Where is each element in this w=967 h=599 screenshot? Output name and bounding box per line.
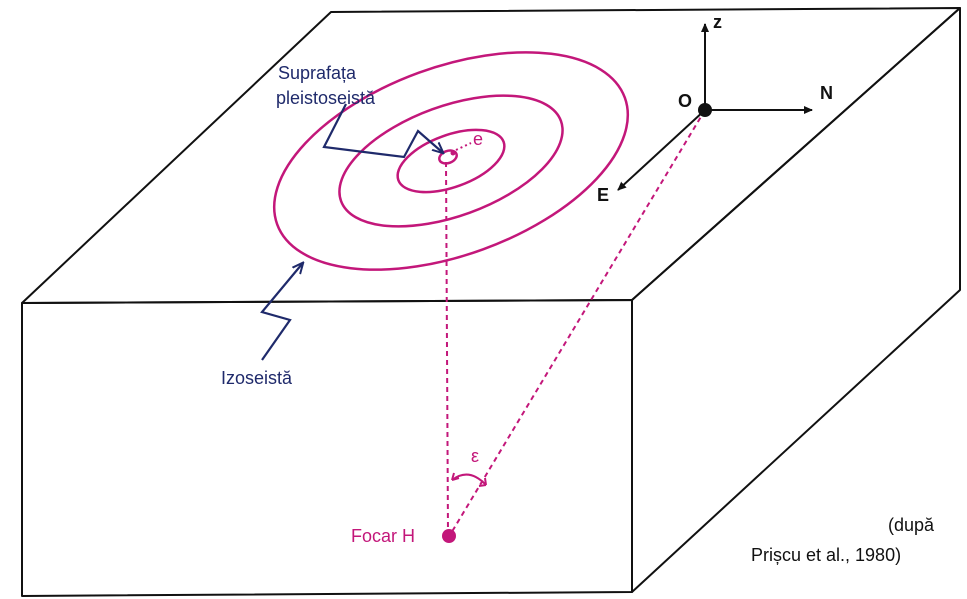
axis-e-arrow [618,110,705,190]
pleistoseist-label-line1: Suprafața [278,63,357,83]
axis-z-label: z [713,12,722,32]
focus-label: Focar H [351,526,415,546]
origin-to-focus-line [450,110,705,535]
axis-e-label: E [597,185,609,205]
block-top-face [22,8,960,303]
izoseista-pointer [262,264,302,360]
epicenter-dotted-link [456,143,471,150]
axis-n-label: N [820,83,833,103]
isoseist-group [245,9,657,312]
epicenter-to-focus-line [446,162,448,535]
epicenter-label: e [473,129,483,149]
epicenter-dot [451,151,456,156]
origin-label: O [678,91,692,111]
angle-label: ε [471,446,479,466]
focus-dot [442,529,456,543]
izoseista-label: Izoseistă [221,368,293,388]
citation-line2: Prișcu et al., 1980) [751,545,901,565]
citation-line1: (după [888,515,935,535]
block-front-face [22,300,632,596]
origin-dot [698,103,712,117]
pleistoseist-label-line2: pleistoseistă [276,88,376,108]
